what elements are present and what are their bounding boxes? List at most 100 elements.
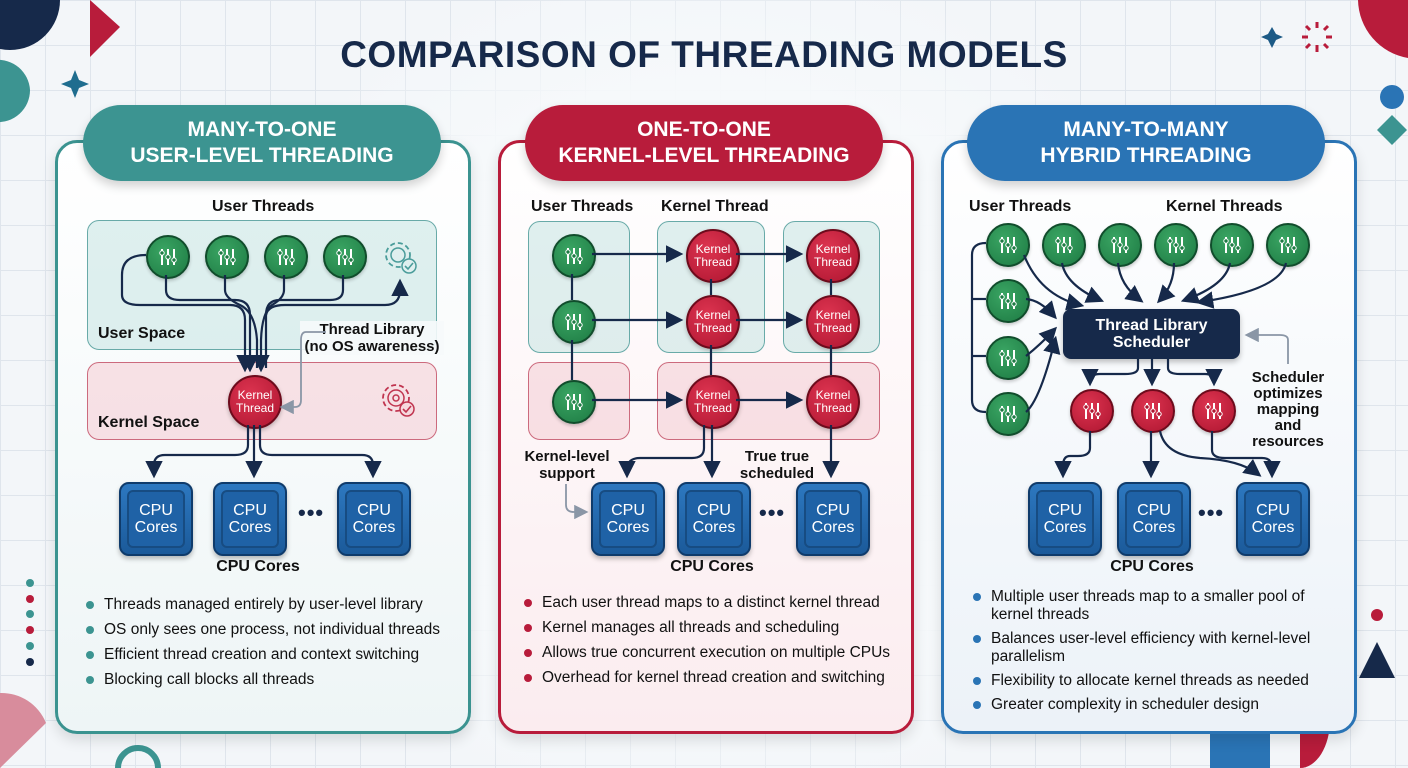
corner-decoration-top-right xyxy=(1261,0,1408,145)
bullet-item: Overhead for kernel thread creation and … xyxy=(524,669,904,687)
kernel-thread-text: Thread xyxy=(813,255,853,269)
sliders-icon xyxy=(218,249,236,265)
bullet-text: Greater complexity in scheduler design xyxy=(991,696,1259,713)
cpu-label: Cores xyxy=(606,519,650,536)
bullet-text: Allows true concurrent execution on mult… xyxy=(542,644,891,661)
cpu-label: Cores xyxy=(228,519,272,536)
cpu-cores-caption: CPU Cores xyxy=(216,558,300,575)
true-scheduled-note: True true scheduled xyxy=(732,448,822,482)
bullet-item: OS only sees one process, not individual… xyxy=(86,621,456,639)
bullet-item: Efficient thread creation and context sw… xyxy=(86,646,456,664)
kernel-thread-text: Kernel xyxy=(815,388,851,402)
sliders-icon xyxy=(336,249,354,265)
bullet-list: Multiple user threads map to a smaller p… xyxy=(973,588,1338,721)
bullet-dot xyxy=(524,624,532,632)
cpu-label: Cores xyxy=(352,519,396,536)
bullet-text: Balances user-level efficiency with kern… xyxy=(991,630,1311,665)
user-thread xyxy=(986,223,1030,267)
ellipsis: ••• xyxy=(298,500,325,525)
sliders-icon xyxy=(999,350,1017,366)
kernel-thread-label: Kernel Thread xyxy=(661,198,769,215)
heading-line1: MANY-TO-MANY xyxy=(1063,118,1229,141)
sliders-icon xyxy=(1111,237,1129,253)
bullet-dot xyxy=(86,676,94,684)
user-thread xyxy=(1042,223,1086,267)
sliders-icon xyxy=(999,406,1017,422)
bullet-item: Balances user-level efficiency with kern… xyxy=(973,630,1338,666)
user-thread xyxy=(986,336,1030,380)
user-thread xyxy=(552,234,596,278)
decoration-bottom-arc xyxy=(115,745,161,768)
bullet-item: Kernel manages all threads and schedulin… xyxy=(524,619,904,637)
kernel-thread-text: Thread xyxy=(813,321,853,335)
user-thread xyxy=(146,235,190,279)
bullet-dot xyxy=(86,626,94,634)
page-title: COMPARISON OF THREADING MODELS xyxy=(340,34,1068,75)
kernel-thread-text: Thread xyxy=(693,401,733,415)
kernel-thread-text: Thread xyxy=(813,401,853,415)
bullet-text: OS only sees one process, not individual… xyxy=(104,621,441,638)
corner-decoration-top-left xyxy=(0,0,120,123)
user-thread xyxy=(1154,223,1198,267)
decoration-bottom-left xyxy=(0,579,46,768)
cpu-label: Cores xyxy=(1251,519,1295,536)
user-thread xyxy=(1098,223,1142,267)
bullet-item: Flexibility to allocate kernel threads a… xyxy=(973,672,1338,690)
kernel-thread xyxy=(1070,389,1114,433)
note-line1: Thread Library xyxy=(319,321,425,338)
bullet-text: Efficient thread creation and context sw… xyxy=(104,646,420,663)
kernel-thread-text: Thread xyxy=(693,321,733,335)
kernel-thread-text: Kernel xyxy=(237,388,273,402)
bullet-dot xyxy=(973,635,981,643)
cpu-label: CPU xyxy=(611,502,645,519)
sliders-icon xyxy=(277,249,295,265)
cpu-label: CPU xyxy=(139,502,173,519)
sliders-icon xyxy=(565,314,583,330)
cpu-label: CPU xyxy=(1256,502,1290,519)
kernel-thread-text: Kernel xyxy=(695,308,731,322)
user-thread xyxy=(264,235,308,279)
cpu-label: CPU xyxy=(697,502,731,519)
heading-line2: USER-LEVEL THREADING xyxy=(130,144,394,167)
kernel-space-label: Kernel Space xyxy=(98,414,200,431)
heading-line2: KERNEL-LEVEL THREADING xyxy=(558,144,850,167)
scheduler-text: Scheduler xyxy=(1112,334,1191,351)
kernel-threads-label: Kernel Threads xyxy=(1166,198,1283,215)
gear-check-icon xyxy=(385,242,417,274)
scheduler-note: Scheduler optimizes mapping and resource… xyxy=(1244,370,1332,450)
user-thread xyxy=(552,300,596,344)
kernel-thread xyxy=(1131,389,1175,433)
bullet-item: Each user thread maps to a distinct kern… xyxy=(524,594,904,612)
bullet-text: Threads managed entirely by user-level l… xyxy=(104,596,423,613)
bullet-dot xyxy=(973,677,981,685)
bullet-text: Flexibility to allocate kernel threads a… xyxy=(991,672,1309,689)
heading-many-to-many: MANY-TO-MANY HYBRID THREADING xyxy=(967,105,1325,181)
user-thread xyxy=(986,392,1030,436)
note-line: mapping xyxy=(1256,401,1320,418)
sliders-icon xyxy=(1205,403,1223,419)
ellipsis: ••• xyxy=(1198,500,1225,525)
user-thread xyxy=(323,235,367,279)
cpu-label: Cores xyxy=(1132,519,1176,536)
bullet-text: Each user thread maps to a distinct kern… xyxy=(542,594,880,611)
user-threads-label: User Threads xyxy=(531,198,634,215)
bullet-dot xyxy=(524,599,532,607)
bullet-dot xyxy=(973,701,981,709)
cpu-label: CPU xyxy=(357,502,391,519)
bullet-item: Greater complexity in scheduler design xyxy=(973,696,1338,714)
note-line1: True true xyxy=(744,448,810,465)
bullet-dot xyxy=(86,601,94,609)
bullet-text: Kernel manages all threads and schedulin… xyxy=(542,619,840,636)
bullet-item: Allows true concurrent execution on mult… xyxy=(524,644,904,662)
sliders-icon xyxy=(1055,237,1073,253)
heading-line1: ONE-TO-ONE xyxy=(637,118,771,141)
bullet-text: Multiple user threads map to a smaller p… xyxy=(991,588,1305,623)
cpu-label: CPU xyxy=(816,502,850,519)
kernel-thread-text: Kernel xyxy=(815,242,851,256)
